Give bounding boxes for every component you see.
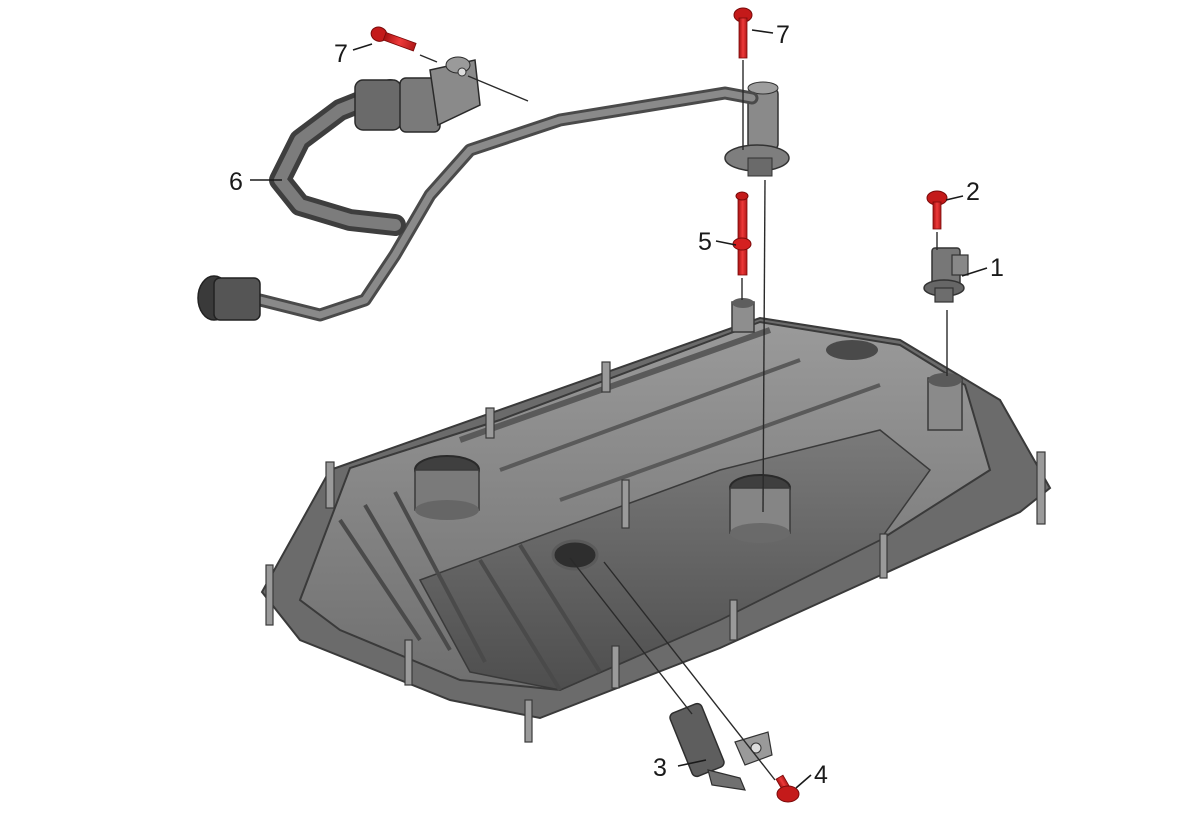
valve-cover [260, 298, 1052, 743]
callout-6: 6 [229, 168, 243, 196]
callout-3: 3 [653, 754, 667, 782]
callout-7-center: 7 [776, 21, 790, 49]
pcv-valve [724, 81, 790, 177]
callout-2: 2 [966, 178, 980, 206]
part-6-hose [197, 56, 759, 322]
part-1-sensor [923, 247, 969, 303]
part-3-sensor [669, 702, 773, 791]
part-4-bolt [775, 774, 800, 803]
callout-4: 4 [814, 761, 828, 789]
part-5-bolt [732, 191, 752, 276]
callout-1: 1 [990, 254, 1004, 282]
callout-5: 5 [698, 228, 712, 256]
callout-leaders [250, 29, 988, 789]
assembly-guide-lines [419, 54, 948, 781]
part-7-bolt-center [733, 7, 753, 59]
part-7-bolt-left [370, 26, 417, 52]
part-2-bolt [926, 190, 948, 230]
callout-7-left: 7 [334, 40, 348, 68]
